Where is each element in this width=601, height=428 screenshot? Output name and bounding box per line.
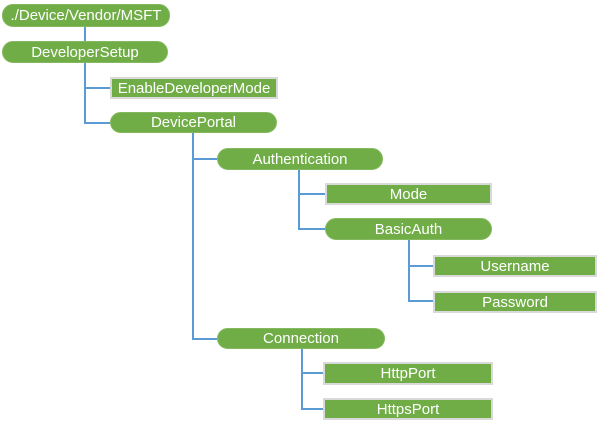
- node-password: Password: [433, 291, 597, 313]
- connector-branch-mode: [300, 193, 325, 195]
- node-device-portal: DevicePortal: [110, 112, 277, 133]
- connector-developersetup-trunk: [84, 63, 86, 124]
- connector-branch-authentication: [194, 158, 217, 160]
- node-enable-developer-mode: EnableDeveloperMode: [110, 77, 278, 99]
- node-basic-auth: BasicAuth: [325, 218, 492, 240]
- connector-branch-username: [410, 265, 433, 267]
- connector-basicauth-trunk: [408, 240, 410, 302]
- connector-deviceportal-trunk: [192, 133, 194, 340]
- node-authentication: Authentication: [217, 148, 383, 170]
- connector-root-developersetup: [84, 27, 86, 42]
- connector-branch-connection: [194, 338, 217, 340]
- connector-branch-password: [410, 300, 433, 302]
- node-root: ./Device/Vendor/MSFT: [2, 4, 170, 27]
- node-mode: Mode: [325, 183, 492, 205]
- node-https-port: HttpsPort: [323, 398, 493, 420]
- connector-branch-deviceportal: [86, 122, 110, 124]
- node-username: Username: [433, 255, 597, 277]
- connector-branch-basicauth: [300, 228, 325, 230]
- connector-connection-trunk: [301, 349, 303, 410]
- node-connection: Connection: [217, 328, 385, 349]
- connector-branch-httpport: [303, 372, 323, 374]
- connector-authentication-trunk: [298, 170, 300, 230]
- connector-branch-httpsport: [303, 408, 323, 410]
- node-developer-setup: DeveloperSetup: [2, 41, 168, 63]
- connector-branch-enabledevelopermode: [86, 87, 110, 89]
- node-http-port: HttpPort: [323, 362, 493, 385]
